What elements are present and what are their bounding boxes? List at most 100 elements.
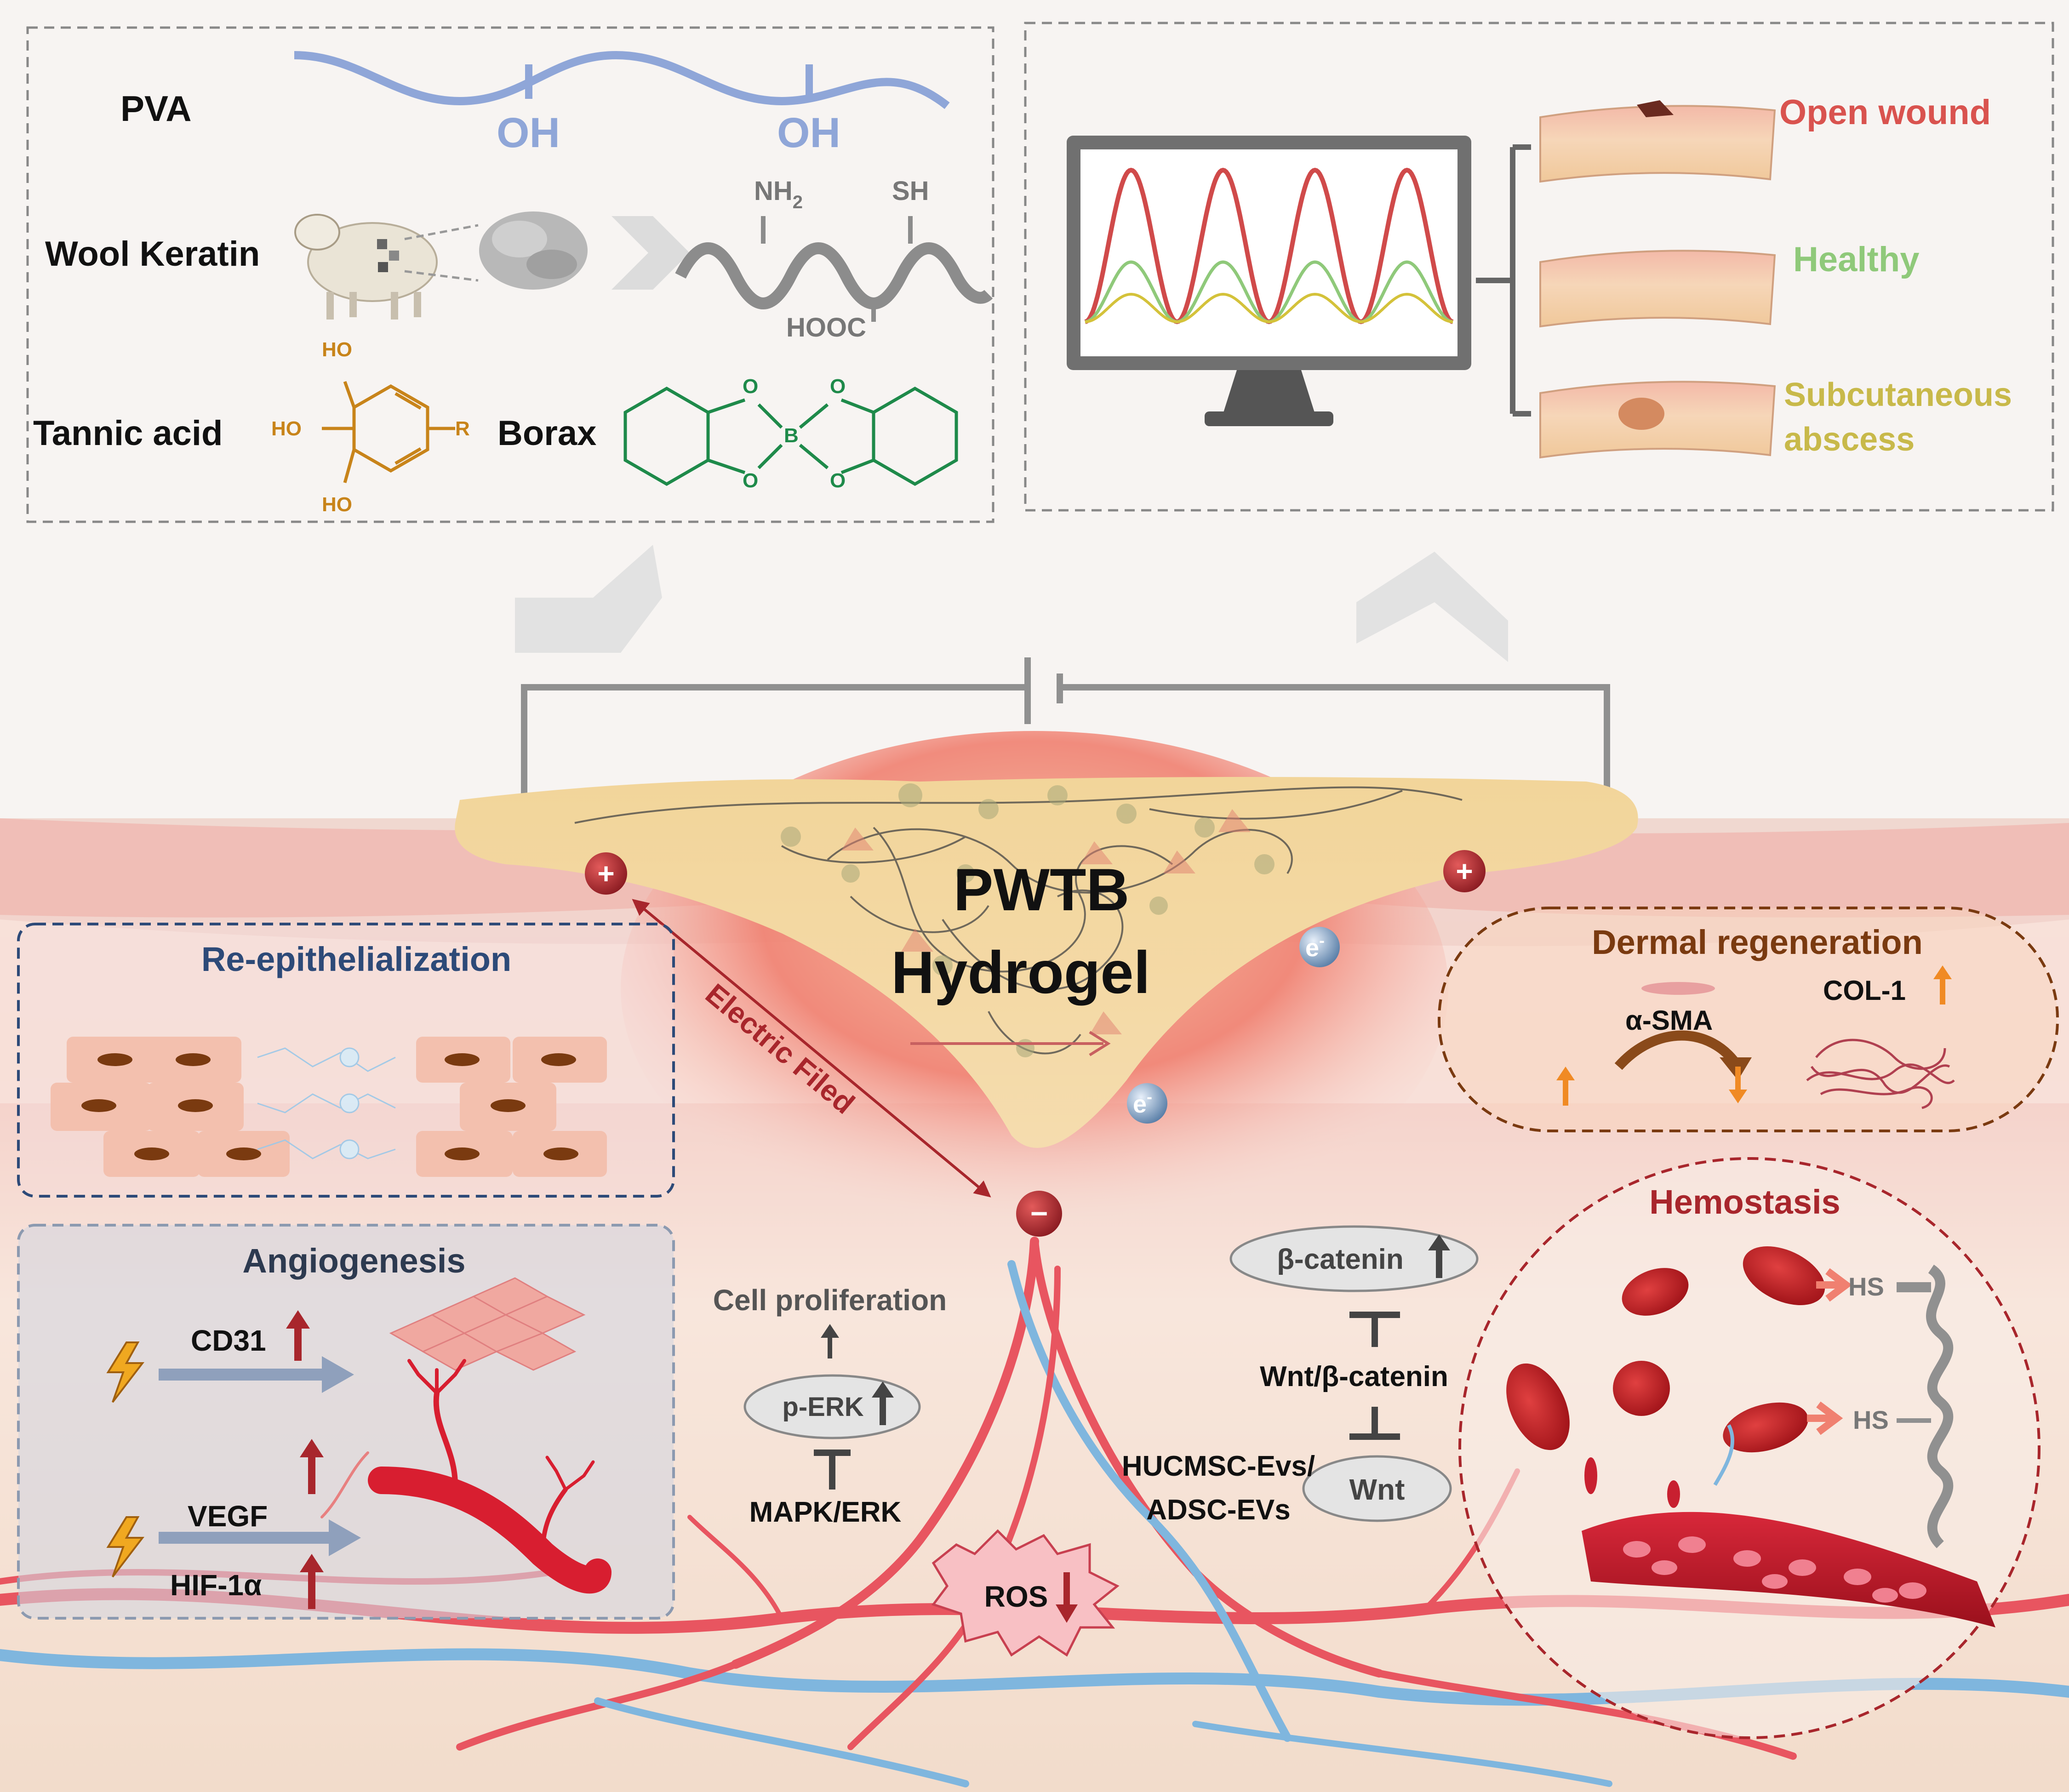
re-epithelialization-title: Re-epithelialization bbox=[201, 940, 511, 978]
col1-label: COL-1 bbox=[1823, 975, 1906, 1006]
hs-label: HS bbox=[1848, 1272, 1884, 1301]
wnt-label: Wnt bbox=[1349, 1473, 1405, 1506]
up-arrow-icon bbox=[1556, 1067, 1575, 1106]
transition-arrow bbox=[1614, 1030, 1743, 1070]
subcutaneous-label: Subcutaneous bbox=[1784, 377, 2012, 413]
pva-oh-1: OH bbox=[497, 109, 560, 156]
angiogenesis-title: Angiogenesis bbox=[242, 1242, 465, 1280]
abscess-label: abscess bbox=[1784, 421, 1915, 458]
electron bbox=[1299, 927, 1340, 967]
tannic-acid-label: Tannic acid bbox=[33, 414, 223, 453]
ho-label: HO bbox=[322, 493, 352, 516]
plus-sign: + bbox=[1456, 855, 1473, 888]
red-blood-cells bbox=[1506, 1246, 1825, 1453]
up-arrow-icon bbox=[300, 1554, 324, 1609]
arrow-head bbox=[1089, 1031, 1111, 1056]
circuit-wire bbox=[521, 657, 1610, 809]
myofibroblast-icon bbox=[1641, 982, 1715, 995]
vegf-label: VEGF bbox=[188, 1500, 268, 1533]
materials-panel bbox=[26, 26, 994, 523]
b-label: B bbox=[784, 424, 799, 447]
arrow-head bbox=[329, 1519, 361, 1556]
wnt-beta-catenin-label: Wnt/β-catenin bbox=[1260, 1361, 1448, 1393]
dermal-regeneration-title: Dermal regeneration bbox=[1592, 923, 1923, 961]
beta-catenin-label: β-catenin bbox=[1277, 1244, 1404, 1275]
hydrogel-title-line2: Hydrogel bbox=[891, 939, 1150, 1006]
lightning-icon bbox=[106, 1341, 145, 1403]
angiogenesis-panel bbox=[17, 1224, 675, 1620]
chevron-up-icon bbox=[1356, 552, 1508, 662]
up-arrow-icon bbox=[1933, 965, 1952, 1004]
electric-stimulation-icon bbox=[257, 1047, 396, 1159]
hs-label: HS bbox=[1853, 1405, 1889, 1434]
zoom-line bbox=[404, 270, 479, 282]
up-arrow-icon bbox=[1428, 1234, 1450, 1278]
hemostasis-title: Hemostasis bbox=[1649, 1183, 1840, 1221]
perk-node bbox=[743, 1374, 921, 1439]
zoom-line bbox=[404, 224, 479, 240]
ros-label: ROS bbox=[984, 1580, 1048, 1613]
cd31-label: CD31 bbox=[191, 1324, 266, 1357]
down-arrow-icon bbox=[1729, 1067, 1747, 1103]
damaged-vessel bbox=[1582, 1457, 1995, 1627]
beta-catenin-node bbox=[1229, 1225, 1479, 1292]
electron bbox=[1127, 1083, 1167, 1124]
bracket bbox=[1476, 144, 1531, 417]
pva-chain bbox=[294, 51, 950, 109]
r-label: R bbox=[455, 417, 470, 440]
keratin-chain bbox=[675, 242, 993, 309]
o-label: O bbox=[743, 375, 758, 398]
thiol-binding-sites bbox=[1807, 1268, 1852, 1435]
ho-label: HO bbox=[271, 417, 302, 440]
ros-burst-icon bbox=[931, 1529, 1120, 1657]
blood-vessel-sprout-icon bbox=[320, 1359, 612, 1594]
lightning-icon bbox=[106, 1516, 145, 1578]
tannic-acid-structure bbox=[322, 381, 455, 483]
healthy-label: Healthy bbox=[1793, 240, 1920, 279]
ho-label: HO bbox=[322, 338, 352, 361]
cell-proliferation-label: Cell proliferation bbox=[713, 1284, 947, 1317]
up-arrow-icon bbox=[300, 1439, 324, 1494]
wnt-node bbox=[1302, 1455, 1452, 1522]
keratin-chain bbox=[1897, 1264, 1954, 1548]
dermal-regeneration-panel bbox=[1438, 907, 2059, 1132]
skin-sample-open-wound bbox=[1539, 100, 1776, 183]
hydrogel-title-line1: PWTB bbox=[954, 856, 1130, 923]
up-arrow-icon bbox=[821, 1324, 839, 1358]
chevron-down-icon bbox=[515, 545, 662, 653]
positive-charge bbox=[585, 852, 627, 895]
borax-structure bbox=[623, 386, 958, 486]
skin-sample-healthy bbox=[1539, 250, 1776, 328]
asma-label: α-SMA bbox=[1625, 1005, 1713, 1036]
signal-wave-abscess bbox=[1085, 292, 1453, 324]
up-arrow-icon bbox=[872, 1381, 894, 1425]
inhibition-icon bbox=[1349, 1312, 1400, 1347]
epithelial-cells bbox=[51, 1037, 607, 1177]
arrow-head bbox=[322, 1356, 354, 1393]
up-arrow-icon bbox=[286, 1310, 310, 1361]
positive-charge bbox=[1443, 850, 1486, 892]
collagen-fiber-icon bbox=[1806, 1039, 1955, 1109]
perk-label: p-ERK bbox=[782, 1392, 863, 1422]
evs-label-line2: ADSC-EVs bbox=[1146, 1494, 1291, 1526]
sh-label: SH bbox=[892, 176, 929, 206]
endothelial-cell-sheet bbox=[389, 1277, 586, 1371]
o-label: O bbox=[830, 375, 846, 398]
minus-sign: − bbox=[1030, 1196, 1048, 1230]
wool-fiber-icon bbox=[479, 211, 588, 290]
capillary bbox=[1713, 1424, 1734, 1486]
pva-label: PVA bbox=[120, 88, 192, 129]
o-label: O bbox=[830, 469, 846, 492]
chevron-right-icon bbox=[612, 216, 690, 290]
plus-sign: + bbox=[597, 857, 614, 890]
mapk-erk-label: MAPK/ERK bbox=[749, 1496, 902, 1528]
skin-sample-abscess bbox=[1539, 381, 1776, 459]
hooc-label: HOOC bbox=[786, 313, 866, 342]
sheep-icon bbox=[294, 214, 438, 320]
wool-keratin-label: Wool Keratin bbox=[45, 234, 260, 274]
borax-label: Borax bbox=[497, 414, 596, 453]
monitoring-panel bbox=[1024, 22, 2054, 512]
electron-label: e- bbox=[1133, 1087, 1152, 1118]
